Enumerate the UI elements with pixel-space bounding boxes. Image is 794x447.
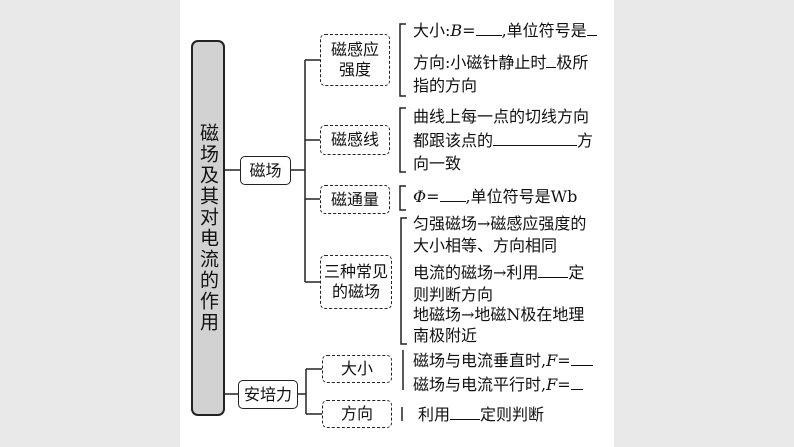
current-field-text-1: 电流的磁场→利用 定 xyxy=(413,262,584,283)
uniform-text-2: 大小相等、方向相同 xyxy=(413,235,557,256)
b-direction-b: 极所 xyxy=(556,53,589,72)
earth-2: 南极附近 xyxy=(413,326,478,345)
force-parallel-text: 磁场与电流平行时,F= xyxy=(413,374,583,395)
b-unit-text: ,单位符号是 xyxy=(501,21,587,40)
force-equals-perp: = xyxy=(557,351,571,370)
root-node: 磁场及其对电流的作用 xyxy=(191,40,225,416)
force-symbol-para: F xyxy=(546,375,558,394)
node-b-field-line2: 强度 xyxy=(338,60,371,79)
force-symbol-perp: F xyxy=(546,351,558,370)
current-1b: 定 xyxy=(568,263,585,282)
node-field-lines-label: 磁感线 xyxy=(330,130,379,149)
flux-symbol: Φ xyxy=(413,187,427,206)
b-direction-a: 方向:小磁针静止时 xyxy=(413,53,547,72)
current-field-text-2: 则判断方向 xyxy=(413,284,493,305)
node-ampere-force-label: 安培力 xyxy=(243,384,292,404)
dir-a: 利用 xyxy=(418,405,451,424)
b-magnitude-text: 大小:B= ,单位符号是 xyxy=(413,20,597,41)
blank-force-perp xyxy=(570,351,593,366)
b-direction-line1: 方向:小磁针静止时极所 xyxy=(413,52,588,73)
earth-field-text-1: 地磁场→地磁N极在地理 xyxy=(413,304,584,325)
uniform-1: 匀强磁场→磁感应强度的 xyxy=(413,214,587,233)
blank-b-formula xyxy=(475,21,502,36)
field-line-3: 向一致 xyxy=(413,154,462,173)
blank-field-line xyxy=(493,131,578,146)
field-line-2b: 方 xyxy=(577,131,594,150)
force-equals-para: = xyxy=(557,375,571,394)
node-magnetic-field-label: 磁场 xyxy=(249,160,282,180)
b-symbol: B xyxy=(450,21,463,40)
flux-equals: = xyxy=(426,187,440,206)
field-line-text-2: 都跟该点的 方 xyxy=(413,130,593,151)
node-three-fields-line2: 的磁场 xyxy=(331,282,380,301)
earth-1: 地磁场→地磁N极在地理 xyxy=(413,305,585,324)
flux-text: Φ= ,单位符号是Wb xyxy=(413,186,577,207)
blank-b-unit xyxy=(586,21,597,36)
earth-field-text-2: 南极附近 xyxy=(413,325,477,346)
bracket-flux xyxy=(399,185,406,211)
node-b-field-line1: 磁感应 xyxy=(330,40,379,59)
field-line-1: 曲线上每一点的切线方向 xyxy=(413,107,590,126)
bracket-three-fields xyxy=(400,217,407,345)
node-ampere-force: 安培力 xyxy=(238,380,298,409)
field-line-2: 都跟该点的 xyxy=(413,131,494,150)
flux-unit: ,单位符号是Wb xyxy=(465,187,578,206)
blank-force-direction xyxy=(450,405,481,420)
force-direction-text: 利用 定则判断 xyxy=(418,404,544,425)
uniform-text-1: 匀强磁场→磁感应强度的 xyxy=(413,213,586,234)
field-line-text-1: 曲线上每一点的切线方向 xyxy=(413,106,589,127)
b-equals: = xyxy=(462,21,476,40)
force-para: 磁场与电流平行时, xyxy=(413,375,547,394)
uniform-2: 大小相等、方向相同 xyxy=(413,236,558,255)
field-line-text-3: 向一致 xyxy=(413,153,461,174)
blank-flux xyxy=(439,187,466,202)
node-force-direction-label: 方向 xyxy=(340,404,373,423)
force-perpendicular-text: 磁场与电流垂直时,F= xyxy=(413,350,593,371)
dir-b: 定则判断 xyxy=(480,405,545,424)
blank-force-para xyxy=(570,375,583,390)
node-force-magnitude: 大小 xyxy=(322,355,392,383)
slide-page xyxy=(180,0,614,447)
current-1: 电流的磁场→利用 xyxy=(413,263,539,282)
bracket-field-lines xyxy=(399,107,406,173)
node-field-lines: 磁感线 xyxy=(320,125,390,155)
blank-current-rule xyxy=(538,263,569,278)
b-direction-c: 指的方向 xyxy=(413,76,478,95)
node-three-fields: 三种常见 的磁场 xyxy=(320,255,392,309)
node-magnetic-field: 磁场 xyxy=(240,156,291,185)
bracket-b-field xyxy=(399,23,406,97)
root-label: 磁场及其对电流的作用 xyxy=(197,123,219,333)
node-flux-label: 磁通量 xyxy=(330,189,379,209)
node-b-field-strength: 磁感应 强度 xyxy=(320,34,390,86)
node-force-magnitude-label: 大小 xyxy=(340,359,373,378)
node-three-fields-line1: 三种常见 xyxy=(323,262,388,281)
b-magnitude-prefix: 大小: xyxy=(413,21,451,40)
b-direction-line2: 指的方向 xyxy=(413,75,477,96)
force-perp: 磁场与电流垂直时, xyxy=(413,351,547,370)
blank-b-direction xyxy=(546,53,557,68)
current-2: 则判断方向 xyxy=(413,285,494,304)
node-flux: 磁通量 xyxy=(320,185,390,214)
node-force-direction: 方向 xyxy=(322,400,392,428)
